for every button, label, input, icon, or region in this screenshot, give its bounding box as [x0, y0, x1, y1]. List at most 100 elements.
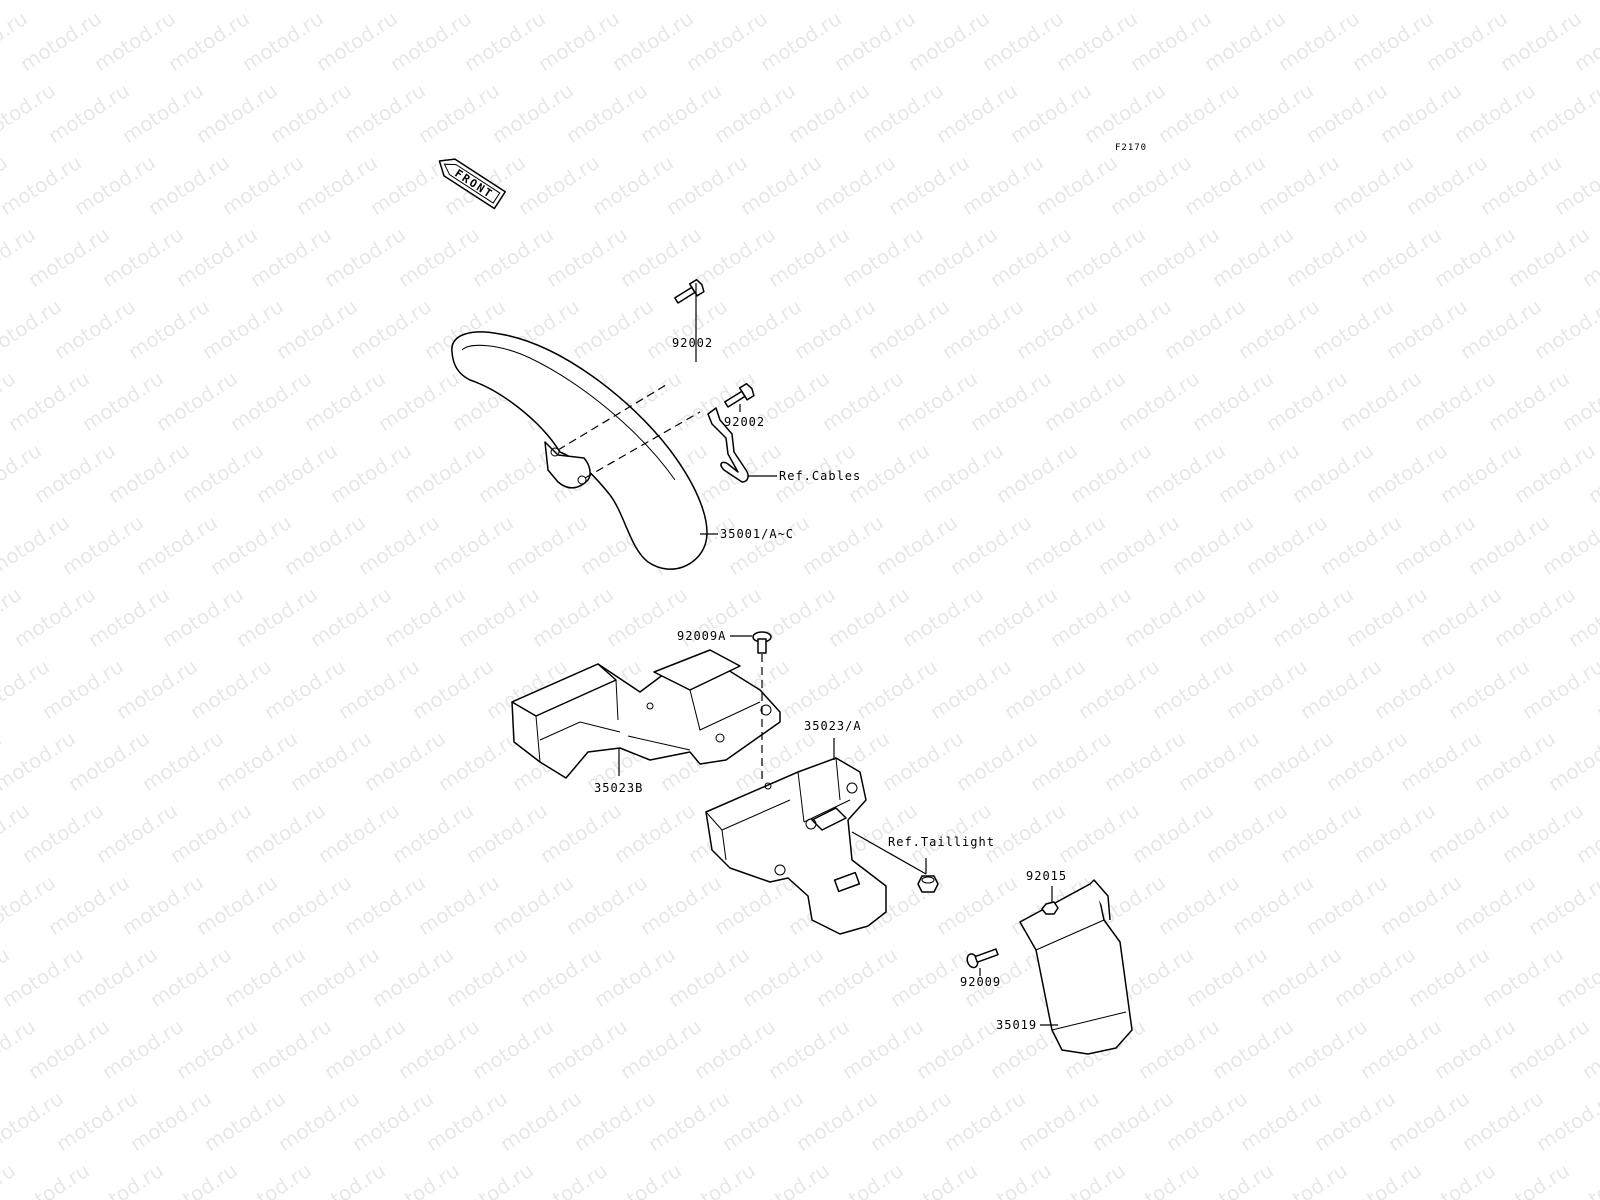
watermark-text: motod.ru — [784, 78, 874, 148]
watermark-text: motod.ru — [978, 6, 1068, 76]
watermark-text: motod.ru — [1302, 78, 1392, 148]
watermark-text: motod.ru — [838, 222, 928, 292]
watermark-text: motod.ru — [1362, 438, 1452, 508]
watermark-text: motod.ru — [756, 6, 846, 76]
watermark-text: motod.ru — [374, 366, 464, 436]
watermark-text: motod.ru — [1510, 438, 1600, 508]
watermark-text: motod.ru — [294, 942, 384, 1012]
watermark-text: motod.ru — [1026, 726, 1116, 796]
watermark-text: motod.ru — [932, 870, 1022, 940]
watermark-text: motod.ru — [1160, 294, 1250, 364]
watermark-text: motod.ru — [1390, 510, 1480, 580]
watermark-text: motod.ru — [388, 798, 478, 868]
watermark-text: motod.ru — [10, 582, 100, 652]
watermark-text: motod.ru — [460, 6, 550, 76]
label-35019: 35019 — [996, 1018, 1037, 1032]
watermark-text: motod.ru — [1154, 870, 1244, 940]
watermark-text: motod.ru — [348, 1086, 438, 1156]
watermark-text: motod.ru — [1086, 294, 1176, 364]
watermark-text: motod.ru — [1262, 366, 1352, 436]
watermark-text: motod.ru — [118, 870, 208, 940]
watermark-text: motod.ru — [312, 6, 402, 76]
watermark-text: motod.ru — [872, 510, 962, 580]
watermark-text: motod.ru — [830, 6, 920, 76]
watermark-text: motod.ru — [562, 78, 652, 148]
watermark-text: motod.ru — [16, 6, 106, 76]
watermark-text: motod.ru — [1524, 870, 1600, 940]
label-92015: 92015 — [1026, 869, 1067, 883]
front-fender — [451, 331, 708, 570]
watermark-text: motod.ru — [98, 1014, 188, 1084]
watermark-text: motod.ru — [1242, 510, 1332, 580]
watermark-text: motod.ru — [864, 294, 954, 364]
watermark-text: motod.ru — [764, 1014, 854, 1084]
watermark-text: motod.ru — [52, 1086, 142, 1156]
watermark-text: motod.ru — [50, 294, 140, 364]
watermark-text: motod.ru — [570, 1086, 660, 1156]
watermark-text: motod.ru — [1396, 726, 1486, 796]
watermark-text: motod.ru — [1094, 510, 1184, 580]
watermark-text: motod.ru — [1302, 870, 1392, 940]
watermark-text: motod.ru — [30, 438, 120, 508]
watermark-text: motod.ru — [118, 78, 208, 148]
watermark-text: motod.ru — [1236, 1086, 1326, 1156]
watermark-text: motod.ru — [1128, 798, 1218, 868]
watermark-text: motod.ru — [72, 942, 162, 1012]
watermark-text: motod.ru — [84, 582, 174, 652]
watermark-text: motod.ru — [1274, 6, 1364, 76]
watermark-text: motod.ru — [1524, 78, 1600, 148]
watermark-text: motod.ru — [1228, 78, 1318, 148]
watermark-text: motod.ru — [904, 6, 994, 76]
watermark-text: motod.ru — [958, 150, 1048, 220]
watermark-text: motod.ru — [1450, 870, 1540, 940]
watermark-text: motod.ru — [1256, 942, 1346, 1012]
watermark-text: motod.ru — [386, 6, 476, 76]
watermark-text: motod.ru — [898, 582, 988, 652]
watermark-text: motod.ru — [1106, 150, 1196, 220]
watermark-text: motod.ru — [636, 870, 726, 940]
watermark-text: motod.ru — [718, 1086, 808, 1156]
watermark-text: motod.ru — [636, 78, 726, 148]
label-35001: 35001/A~C — [720, 527, 794, 541]
watermark-text: motod.ru — [434, 726, 524, 796]
watermark-text: motod.ru — [866, 1086, 956, 1156]
watermark-text: motod.ru — [1282, 1014, 1372, 1084]
watermark-text: motod.ru — [1296, 654, 1386, 724]
watermark-text: motod.ru — [952, 726, 1042, 796]
watermark-text: motod.ru — [1188, 366, 1278, 436]
watermark-text: motod.ru — [1322, 0, 1412, 4]
watermark-text: motod.ru — [112, 654, 202, 724]
label-ref-cables: Ref.Cables — [779, 469, 861, 483]
watermark-text: motod.ru — [852, 654, 942, 724]
watermark-text: motod.ru — [644, 1086, 734, 1156]
watermark-text: motod.ru — [434, 0, 524, 4]
watermark-text: motod.ru — [428, 510, 518, 580]
watermark-text: motod.ru — [1384, 1086, 1474, 1156]
watermark-text: motod.ru — [588, 150, 678, 220]
watermark-text: motod.ru — [172, 1014, 262, 1084]
watermark-text: motod.ru — [1310, 1086, 1400, 1156]
watermark-text: motod.ru — [1498, 798, 1588, 868]
watermark-text: motod.ru — [590, 942, 680, 1012]
diagram-code: F2170 — [1115, 143, 1147, 153]
watermark-text: motod.ru — [716, 294, 806, 364]
watermark-text: motod.ru — [334, 654, 424, 724]
watermark-text: motod.ru — [0, 942, 88, 1012]
watermark-text: motod.ru — [422, 1086, 512, 1156]
watermark-text: motod.ru — [1532, 1086, 1600, 1156]
watermark-text: motod.ru — [1268, 582, 1358, 652]
watermark-text: motod.ru — [1154, 78, 1244, 148]
watermark-text: motod.ru — [1100, 726, 1190, 796]
watermark-text: motod.ru — [980, 798, 1070, 868]
watermark-text: motod.ru — [1316, 510, 1406, 580]
watermark-text: motod.ru — [1234, 294, 1324, 364]
watermark-text: motod.ru — [1208, 222, 1298, 292]
watermark-text: motod.ru — [198, 294, 288, 364]
watermark-text: motod.ru — [126, 1086, 216, 1156]
watermark-text: motod.ru — [1054, 798, 1144, 868]
watermark-text: motod.ru — [1088, 1086, 1178, 1156]
watermark-text: motod.ru — [4, 366, 94, 436]
watermark-text: motod.ru — [736, 150, 826, 220]
watermark-text: motod.ru — [78, 366, 168, 436]
watermark-text: motod.ru — [1328, 150, 1418, 220]
